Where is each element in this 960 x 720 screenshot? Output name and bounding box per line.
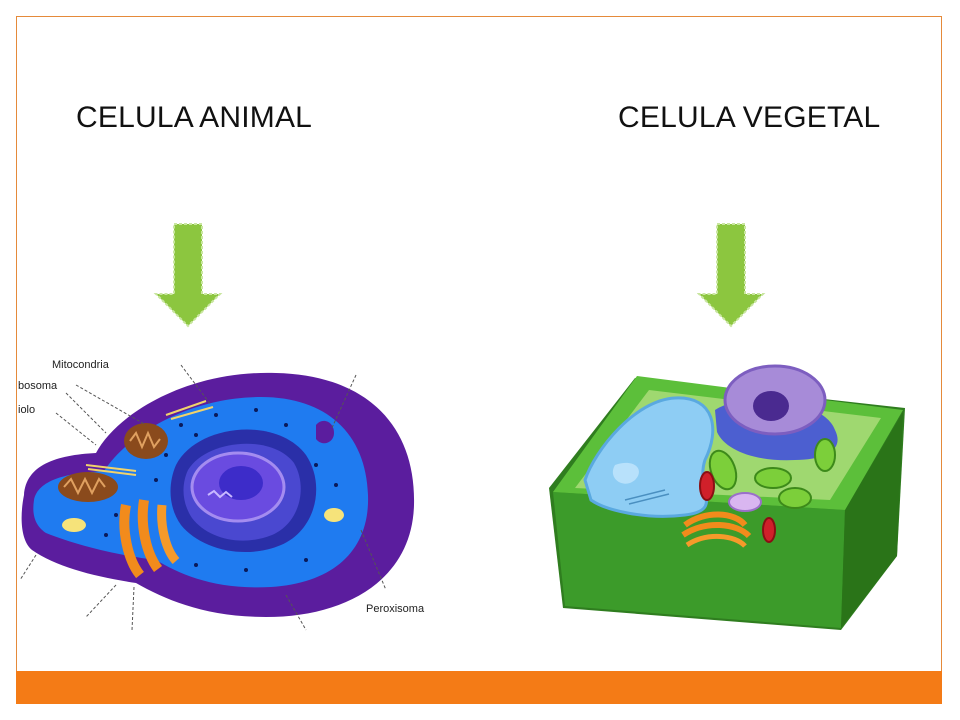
- peroxisome-label: Peroxisoma: [366, 603, 425, 615]
- plant-cell-illustration: [549, 364, 905, 630]
- down-arrow-icon: [153, 223, 223, 328]
- ribosome-label: bosoma: [18, 380, 58, 392]
- nucleolus-label: iolo: [18, 404, 35, 416]
- mitochondria-label: Mitocondria: [52, 359, 110, 371]
- animal-cell-illustration: Mitocondria bosoma iolo Peroxisoma: [18, 359, 425, 631]
- animal-cell-title: CELULA ANIMAL: [76, 101, 313, 134]
- down-arrow-icon: [697, 223, 766, 328]
- footer-bar: [16, 671, 942, 704]
- plant-cell-title: CELULA VEGETAL: [618, 101, 881, 134]
